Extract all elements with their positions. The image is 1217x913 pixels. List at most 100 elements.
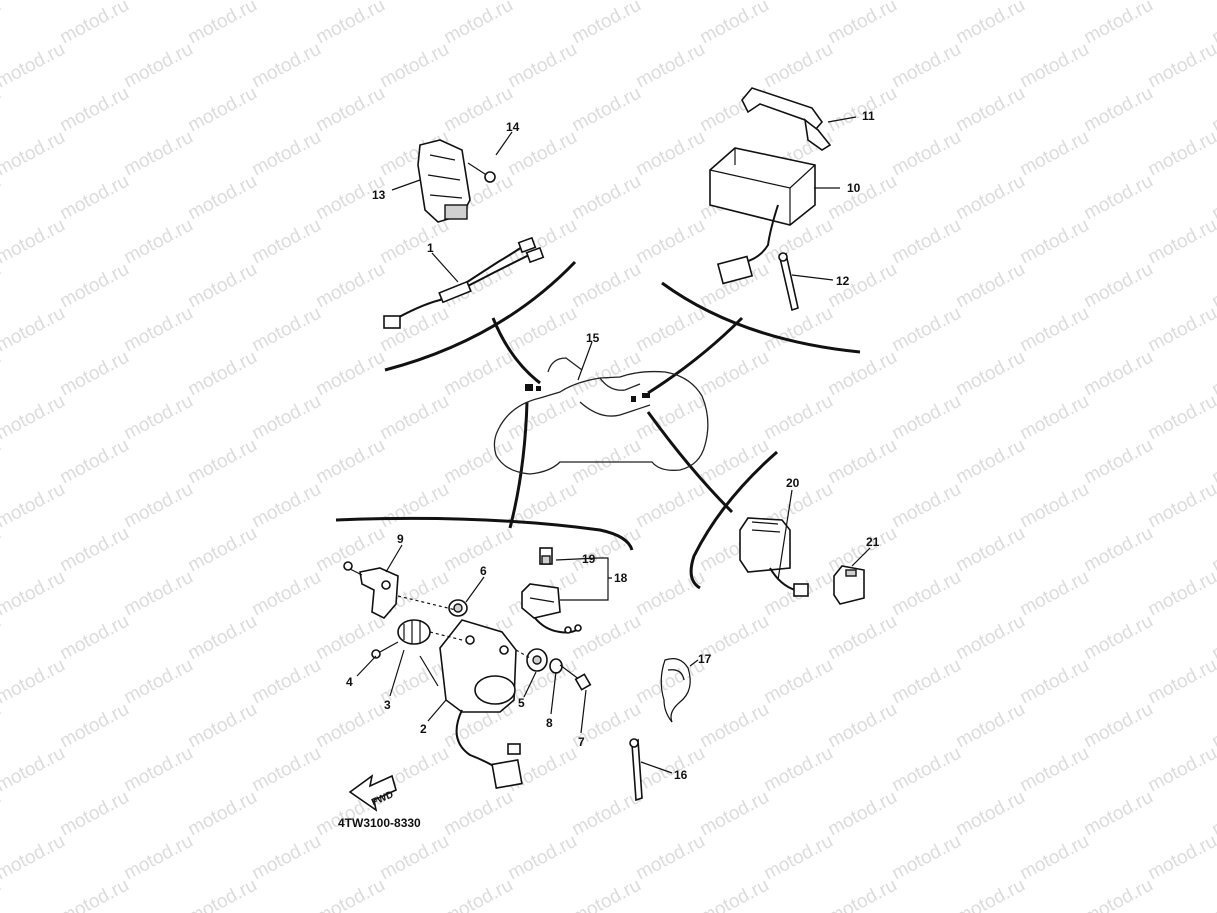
watermark-text: motod.ru — [1080, 259, 1156, 313]
watermark-text: motod.ru — [120, 303, 196, 357]
watermark-text: motod.ru — [248, 39, 324, 93]
watermark-text: motod.ru — [952, 787, 1028, 841]
watermark-text: motod.ru — [0, 391, 69, 445]
watermark-text: motod.ru — [1016, 567, 1092, 621]
watermark-text: motod.ru — [312, 435, 388, 489]
watermark-text: motod.ru — [1080, 611, 1156, 665]
callout-6: 6 — [480, 564, 487, 578]
watermark-text: motod.ru — [952, 171, 1028, 225]
watermark-text: motod.ru — [312, 259, 388, 313]
watermark-text: motod.ru — [632, 391, 708, 445]
watermark-text: motod.ru — [1144, 831, 1217, 885]
watermark-text: motod.ru — [1080, 171, 1156, 225]
watermark-text: motod.ru — [888, 655, 964, 709]
watermark-text: motod.ru — [504, 39, 580, 93]
callout-18: 18 — [614, 571, 628, 585]
watermark-text: motod.ru — [696, 0, 772, 48]
watermark-text: motod.ru — [120, 655, 196, 709]
callout-16: 16 — [674, 768, 688, 782]
watermark-text: motod.ru — [0, 39, 69, 93]
part-8-washer — [549, 658, 563, 674]
watermark-text: motod.ru — [120, 39, 196, 93]
watermark-text: motod.ru — [56, 699, 132, 753]
part-19-fuse — [539, 547, 553, 565]
watermark-text: motod.ru — [184, 699, 260, 753]
watermark-text: motod.ru — [888, 479, 964, 533]
diagram-code: 4TW3100-8330 — [338, 816, 421, 830]
watermark-text: motod.ru — [120, 0, 196, 4]
watermark-text: motod.ru — [376, 831, 452, 885]
callout-17: 17 — [698, 652, 712, 666]
watermark-text: motod.ru — [440, 787, 516, 841]
watermark-text: motod.ru — [568, 259, 644, 313]
watermark-text: motod.ru — [952, 83, 1028, 137]
watermark-text: motod.ru — [1208, 875, 1217, 913]
watermark-text: motod.ru — [248, 743, 324, 797]
watermark-text: motod.ru — [952, 0, 1028, 48]
watermark-text: motod.ru — [1144, 215, 1217, 269]
watermark-text: motod.ru — [248, 127, 324, 181]
watermark-text: motod.ru — [504, 127, 580, 181]
watermark-text: motod.ru — [1016, 127, 1092, 181]
watermark-text: motod.ru — [696, 347, 772, 401]
watermark-text: motod.ru — [504, 0, 580, 4]
watermark-text: motod.ru — [248, 0, 324, 4]
watermark-text: motod.ru — [952, 875, 1028, 913]
part-1-harness — [383, 236, 545, 329]
watermark-text: motod.ru — [0, 875, 5, 913]
callout-15: 15 — [586, 331, 600, 345]
watermark-text: motod.ru — [56, 83, 132, 137]
watermark-text: motod.ru — [312, 347, 388, 401]
watermark-text: motod.ru — [888, 743, 964, 797]
callout-19: 19 — [582, 552, 596, 566]
callout-20: 20 — [786, 476, 800, 490]
watermark-text: motod.ru — [376, 0, 452, 4]
watermark-text: motod.ru — [56, 523, 132, 577]
watermark-text: motod.ru — [248, 479, 324, 533]
watermark-text: motod.ru — [1144, 567, 1217, 621]
watermark-text: motod.ru — [56, 171, 132, 225]
watermark-text: motod.ru — [760, 391, 836, 445]
watermark-text: motod.ru — [632, 479, 708, 533]
watermark-text: motod.ru — [56, 875, 132, 913]
watermark-text: motod.ru — [440, 435, 516, 489]
watermark-text: motod.ru — [504, 391, 580, 445]
watermark-text: motod.ru — [0, 0, 69, 4]
watermark-text: motod.ru — [952, 259, 1028, 313]
callout-3: 3 — [384, 698, 391, 712]
watermark-text: motod.ru — [120, 479, 196, 533]
watermark-text: motod.ru — [632, 303, 708, 357]
watermark-text: motod.ru — [248, 567, 324, 621]
watermark-text: motod.ru — [1144, 743, 1217, 797]
watermark-text: motod.ru — [184, 435, 260, 489]
watermark-text: motod.ru — [440, 0, 516, 48]
watermark-text: motod.ru — [760, 831, 836, 885]
watermark-text: motod.ru — [952, 347, 1028, 401]
watermark-text: motod.ru — [1080, 435, 1156, 489]
watermark-text: motod.ru — [1016, 831, 1092, 885]
part-13-unit — [417, 139, 471, 223]
watermark-text: motod.ru — [888, 127, 964, 181]
part-12-band — [778, 252, 799, 312]
watermark-text: motod.ru — [0, 0, 5, 48]
watermark-text: motod.ru — [248, 391, 324, 445]
part-11-bracket — [741, 87, 832, 151]
watermark-text: motod.ru — [1016, 303, 1092, 357]
watermark-text: motod.ru — [312, 875, 388, 913]
part-2-switch — [439, 619, 523, 790]
callout-leaders — [356, 116, 871, 774]
assembly-guide — [397, 595, 531, 659]
watermark-text: motod.ru — [56, 0, 132, 48]
watermark-text: motod.ru — [568, 0, 644, 48]
watermark-text: motod.ru — [1080, 699, 1156, 753]
watermark-text: motod.ru — [568, 787, 644, 841]
watermark-text: motod.ru — [824, 523, 900, 577]
part-10-box — [709, 147, 816, 285]
callout-21: 21 — [866, 535, 880, 549]
watermark-text: motod.ru — [376, 391, 452, 445]
watermark-text: motod.ru — [120, 127, 196, 181]
leader-top-left — [491, 317, 541, 385]
watermark-text: motod.ru — [952, 699, 1028, 753]
part-17-clip — [660, 658, 691, 723]
callout-10: 10 — [847, 181, 861, 195]
